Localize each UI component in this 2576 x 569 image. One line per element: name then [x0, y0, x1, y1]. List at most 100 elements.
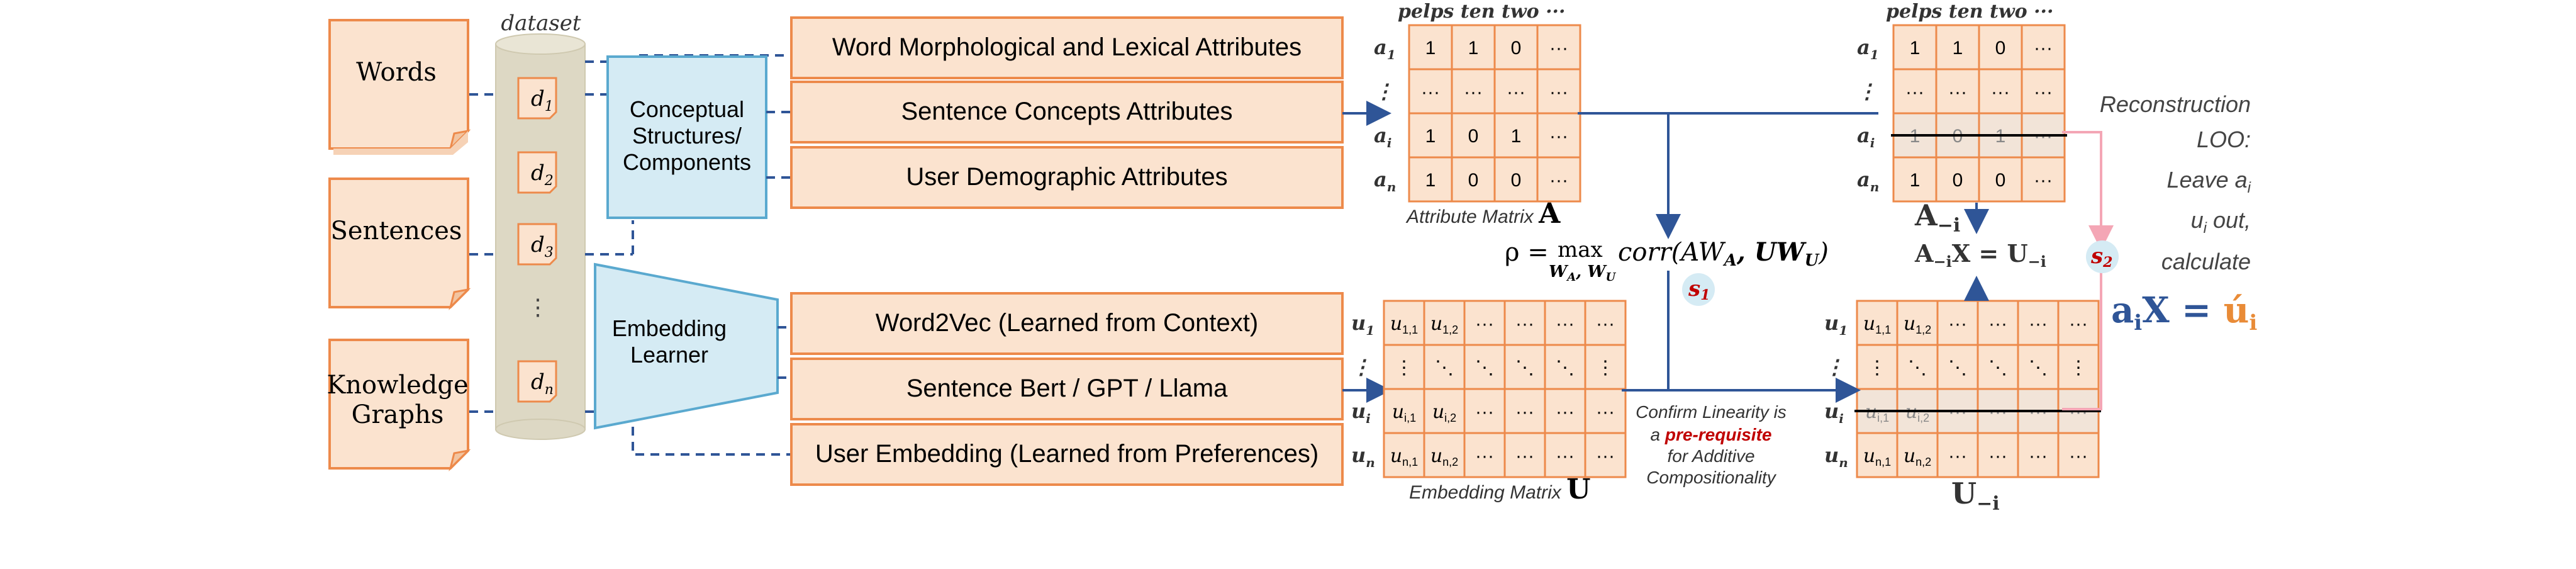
svg-text:Leave ai: Leave ai — [2167, 167, 2251, 196]
matrix-cell-value: ⋱ — [2029, 358, 2048, 378]
dataset-doc-dn: dn — [517, 360, 557, 403]
embedding-box-word2vec: Word2Vec (Learned from Context) — [790, 292, 1344, 355]
matrix-cell-value: ··· — [1515, 313, 1534, 334]
matrix-cell-value: ··· — [1556, 402, 1575, 422]
attribute-user-label: User Demographic Attributes — [906, 163, 1227, 191]
matrix-row-label: an — [1857, 167, 1879, 194]
matrix-cell-value: ⋱ — [1515, 358, 1534, 378]
svg-text:d1: d1 — [531, 86, 554, 115]
matrix-row-label: u1 — [1824, 311, 1848, 338]
matrix-cell-value: ··· — [1475, 402, 1494, 422]
matrix-cell-value: ··· — [2034, 38, 2053, 59]
matrix-cell — [1463, 432, 1506, 478]
final-equation: aiX = úi — [2111, 290, 2257, 335]
embedding-box-user: User Embedding (Learned from Preferences… — [790, 423, 1344, 486]
conceptual-structures-box: Conceptual Structures/ Components — [606, 55, 767, 219]
matrix-row-label: ⋮ — [1351, 355, 1371, 379]
matrix-cell-value: ⋮ — [1395, 358, 1413, 378]
embedding-learner-line-2: Learner — [630, 342, 708, 368]
source-card-sentences: Sentences — [328, 177, 471, 310]
matrix-cell — [1935, 68, 1980, 115]
matrix-row-label: un — [1824, 443, 1848, 470]
svg-text:LOO:: LOO: — [2197, 127, 2251, 152]
matrix-cell-value: ··· — [2034, 82, 2053, 103]
matrix-cell — [2057, 300, 2100, 346]
matrix-cell-value: 1 — [1425, 170, 1436, 191]
matrix-cell — [1503, 344, 1546, 390]
svg-text:Confirm Linearity is: Confirm Linearity is — [1636, 402, 1787, 422]
matrix-cell — [1544, 300, 1586, 346]
matrix-cell — [1544, 432, 1586, 478]
matrix-cell-value: ··· — [1948, 446, 1967, 466]
dataset-doc-d2: d2 — [517, 151, 557, 194]
attribute-matrix-header: pelps ten two ··· — [1398, 1, 1565, 23]
source-card-knowledge-graphs: Knowledge Graphs — [326, 339, 471, 471]
matrix-cell-value: un,1 — [1390, 445, 1418, 468]
matrix-cell-value: 1 — [1910, 170, 1921, 191]
matrix-cell-value: 1 — [1511, 126, 1522, 147]
matrix-cell — [1977, 344, 2019, 390]
matrix-row-label: an — [1374, 167, 1396, 194]
matrix-cell — [1423, 300, 1466, 346]
svg-text:A−iX = U−i: A−iX = U−i — [1914, 239, 2046, 271]
matrix-cell-value: ··· — [1549, 126, 1568, 147]
matrix-cell — [1977, 432, 2019, 478]
matrix-row-label: ui — [1351, 399, 1371, 426]
matrix-row-label: u1 — [1351, 311, 1374, 338]
matrix-cell — [1408, 156, 1453, 203]
matrix-cell — [1423, 432, 1466, 478]
matrix-cell — [2057, 344, 2100, 390]
reconstruction-note: Reconstruction LOO: Leave ai ui out, cal… — [2100, 91, 2251, 274]
matrix-cell-value: u1,1 — [1863, 313, 1891, 336]
svg-text:a pre-requisite: a pre-requisite — [1651, 425, 1772, 444]
matrix-cell — [1423, 344, 1466, 390]
attribute-sentence-label: Sentence Concepts Attributes — [901, 98, 1233, 125]
dataset-ellipsis: ⋮ — [527, 294, 549, 320]
dataset-doc-d1: d1 — [517, 77, 557, 120]
embedding-user-label: User Embedding (Learned from Preferences… — [815, 440, 1319, 468]
matrix-cell — [1536, 24, 1581, 70]
matrix-cell-value: ⋮ — [2069, 358, 2088, 378]
attribute-box-word: Word Morphological and Lexical Attribute… — [790, 16, 1344, 79]
step-badge-s2: s2 — [2086, 240, 2119, 273]
matrix-cell — [1503, 432, 1546, 478]
matrix-row-label: un — [1351, 443, 1375, 470]
matrix-cell-value: ··· — [1475, 446, 1494, 466]
matrix-cell-value: ··· — [2029, 313, 2048, 334]
matrix-cell-value: ⋱ — [1435, 358, 1454, 378]
matrix-cell-value: 1 — [1425, 38, 1436, 59]
svg-text:Compositionality: Compositionality — [1646, 468, 1776, 487]
linearity-note: Confirm Linearity is a pre-requisite for… — [1636, 402, 1787, 487]
matrix-cell-value: 0 — [1511, 170, 1522, 191]
attribute-box-user: User Demographic Attributes — [790, 146, 1344, 209]
matrix-cell-value: ui,1 — [1392, 401, 1416, 424]
matrix-row-label: ⋮ — [1374, 79, 1394, 103]
matrix-cell-value: u1,1 — [1390, 313, 1418, 336]
svg-text:ui out,: ui out, — [2191, 207, 2251, 237]
matrix-cell-value: ··· — [1948, 313, 1967, 334]
matrix-cell-value: ··· — [2069, 313, 2088, 334]
source-card-words: Words — [328, 19, 471, 155]
matrix-cell-value: un,2 — [1904, 445, 1931, 468]
reduced-embedding-matrix-label: U−i — [1951, 476, 2000, 515]
matrix-cell — [1896, 300, 1939, 346]
matrix-cell-value: ··· — [2069, 446, 2088, 466]
svg-text:corr(AWA, UWU): corr(AWA, UWU) — [1618, 237, 1829, 270]
matrix-cell-value: ··· — [1988, 446, 2007, 466]
conceptual-line-2: Structures/ — [632, 123, 742, 149]
svg-text:dn: dn — [531, 369, 554, 398]
matrix-row-label: ⋮ — [1857, 79, 1877, 103]
matrix-cell — [1892, 24, 1938, 70]
matrix-cell-value: ⋮ — [1596, 358, 1615, 378]
matrix-cell — [1936, 300, 1979, 346]
matrix-cell — [2017, 432, 2060, 478]
matrix-cell-value: ··· — [1596, 446, 1615, 466]
source-knowledge-label-2: Graphs — [352, 400, 444, 429]
embedding-word2vec-label: Word2Vec (Learned from Context) — [876, 309, 1258, 337]
matrix-cell-value: ⋱ — [1556, 358, 1575, 378]
